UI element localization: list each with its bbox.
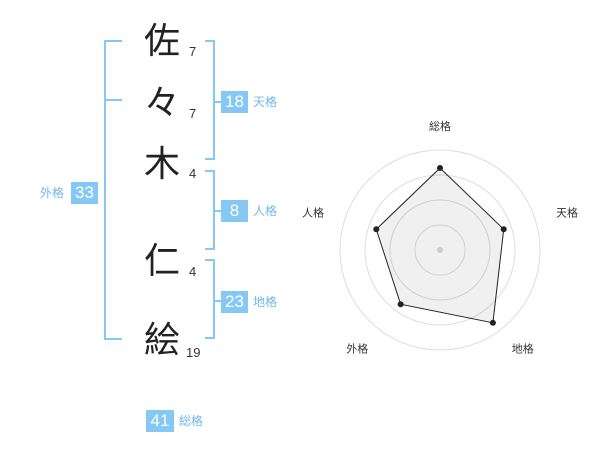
tenkaku-bracket-top <box>205 40 215 42</box>
stroke-count-4: 4 <box>189 264 197 279</box>
chikaku-bracket-bottom <box>205 337 215 339</box>
gaikaku-bracket-bottom <box>104 338 122 340</box>
gaikaku-bracket-top <box>104 40 122 42</box>
stroke-count-2: 7 <box>189 106 197 121</box>
radar-axis-label: 人格 <box>302 205 324 219</box>
name-char-2: 々 <box>143 83 180 124</box>
tenkaku-value-badge: 18 <box>221 91 248 113</box>
jinkaku-label: 人格 <box>253 204 278 218</box>
radar-axis-label: 総格 <box>429 119 451 133</box>
stroke-count-1: 7 <box>189 44 197 59</box>
tenkaku-bracket-vertical <box>213 40 215 160</box>
jinkaku-bracket-bottom <box>205 248 215 250</box>
chikaku-bracket-vertical <box>213 259 215 339</box>
soukaku-label: 総格 <box>179 414 204 428</box>
chikaku-bracket-tick <box>213 300 221 302</box>
chikaku-label: 地格 <box>253 295 278 309</box>
chikaku-value-badge: 23 <box>221 291 248 313</box>
name-char-1: 佐 <box>143 21 180 62</box>
jinkaku-bracket-tick <box>213 210 221 212</box>
radar-point-3 <box>489 319 496 326</box>
radar-axis-label: 外格 <box>346 342 368 356</box>
radar-polygon <box>375 167 505 324</box>
stroke-count-5: 19 <box>186 345 201 360</box>
radar-ring <box>414 224 466 276</box>
chikaku-bracket-top <box>205 259 215 261</box>
jinkaku-bracket-top <box>205 170 215 172</box>
jinkaku-value-badge: 8 <box>221 200 248 222</box>
radar-axis-label: 天格 <box>556 205 578 219</box>
tenkaku-bracket-bottom <box>205 158 215 160</box>
stroke-count-3: 4 <box>189 166 197 181</box>
radar-center <box>437 247 443 253</box>
name-char-5: 絵 <box>143 320 180 361</box>
radar-ring <box>364 174 516 326</box>
gaikaku-label: 外格 <box>40 186 65 200</box>
tenkaku-label: 天格 <box>253 95 278 109</box>
soukaku-value-badge: 41 <box>146 410 174 432</box>
name-char-4: 仁 <box>143 241 180 282</box>
name-char-3: 木 <box>143 144 180 185</box>
gaikaku-bracket-vertical <box>104 40 106 340</box>
gaikaku-value-badge: 33 <box>71 182 98 204</box>
radar-axis-label: 地格 <box>512 342 534 356</box>
tenkaku-bracket-tick <box>213 101 221 103</box>
radar-point-5 <box>373 226 380 233</box>
radar-point-1 <box>437 165 443 171</box>
gaikaku-bracket-mid <box>104 99 122 101</box>
radar-point-2 <box>500 226 507 233</box>
radar-ring <box>389 199 491 301</box>
radar-ring <box>339 149 541 351</box>
radar-point-4 <box>397 301 404 308</box>
